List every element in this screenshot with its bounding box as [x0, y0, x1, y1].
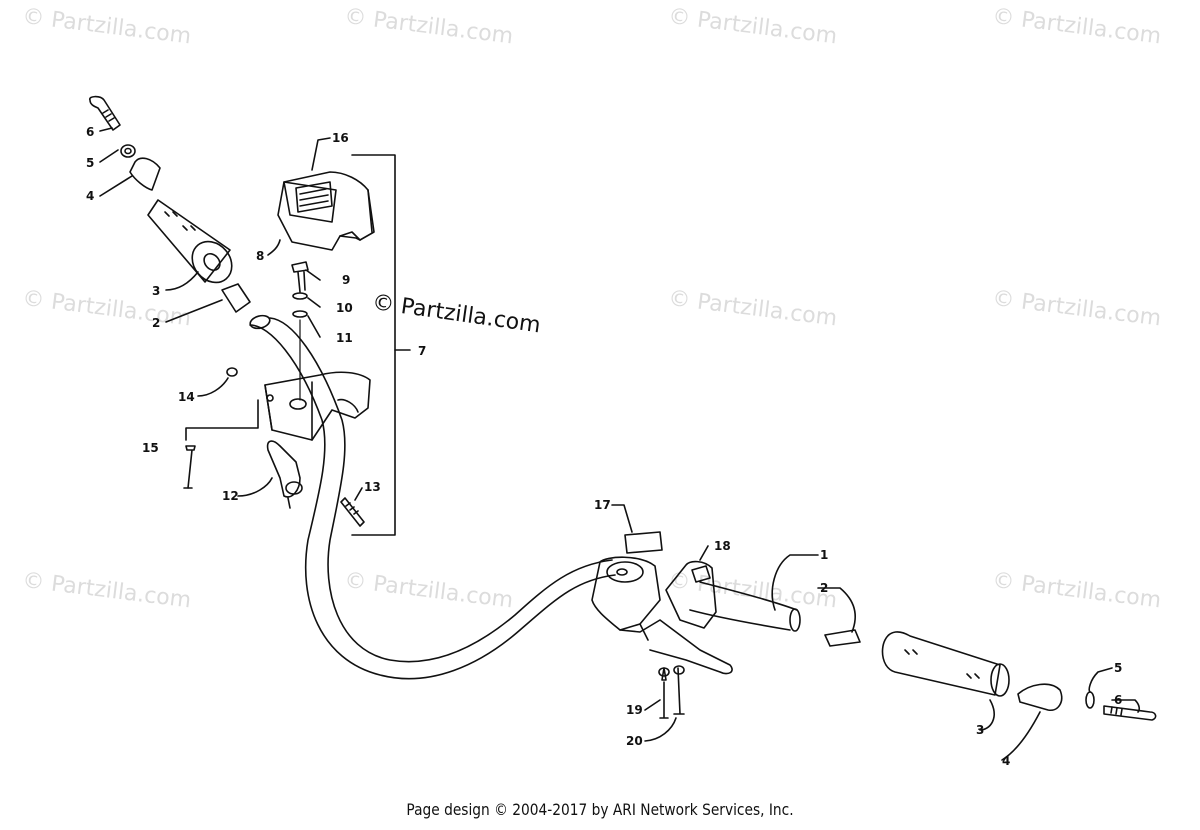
left-end-weight[interactable] — [129, 157, 161, 191]
left-washer[interactable] — [120, 144, 136, 158]
callout-6-left: 6 — [86, 125, 94, 139]
callout-1: 1 — [820, 548, 828, 562]
clamp-screw-20[interactable] — [673, 665, 685, 715]
callout-4-left: 4 — [86, 189, 94, 203]
right-insert[interactable] — [824, 629, 861, 647]
brake-decal[interactable] — [624, 531, 663, 554]
callout-15: 15 — [142, 441, 159, 455]
clamp-screw-19[interactable] — [658, 667, 670, 719]
brake-master-cylinder[interactable] — [591, 556, 733, 675]
right-washer[interactable] — [1085, 691, 1095, 709]
throttle-housing[interactable] — [264, 371, 371, 441]
callout-19: 19 — [626, 703, 643, 717]
handlebar-tube[interactable] — [249, 314, 801, 680]
callout-17: 17 — [594, 498, 611, 512]
cover-screw[interactable] — [291, 261, 309, 293]
callout-10: 10 — [336, 301, 353, 315]
callout-4-right: 4 — [1002, 754, 1010, 768]
throttle-lever[interactable] — [266, 440, 303, 509]
callout-18: 18 — [714, 539, 731, 553]
callout-5-right: 5 — [1114, 661, 1122, 675]
switch-housing[interactable] — [665, 560, 717, 629]
lever-screw[interactable] — [340, 497, 365, 527]
callout-11: 11 — [336, 331, 353, 345]
callout-14: 14 — [178, 390, 195, 404]
callout-9: 9 — [342, 273, 350, 287]
callout-5-left: 5 — [86, 156, 94, 170]
callout-8: 8 — [256, 249, 264, 263]
callout-2-right: 2 — [820, 581, 828, 595]
set-screw[interactable] — [226, 367, 238, 377]
callout-3-left: 3 — [152, 284, 160, 298]
left-grip[interactable] — [147, 199, 240, 290]
cover-flat-washer[interactable] — [292, 310, 308, 318]
right-grip[interactable] — [881, 631, 1010, 697]
page-footer: Page design © 2004-2017 by ARI Network S… — [406, 800, 794, 819]
callout-12: 12 — [222, 489, 239, 503]
left-throttle-insert[interactable] — [221, 283, 251, 313]
callout-2-left: 2 — [152, 316, 160, 330]
callout-7: 7 — [418, 344, 426, 358]
throttle-decal[interactable] — [295, 181, 333, 213]
housing-screw[interactable] — [183, 445, 196, 489]
callout-13: 13 — [364, 480, 381, 494]
cover-lock-washer[interactable] — [292, 292, 308, 300]
right-end-weight[interactable] — [1017, 683, 1063, 712]
callout-16: 16 — [332, 131, 349, 145]
callout-6-right: 6 — [1114, 693, 1122, 707]
left-bolt[interactable] — [89, 95, 121, 131]
callout-20: 20 — [626, 734, 643, 748]
right-bolt[interactable] — [1103, 705, 1157, 721]
callout-3-right: 3 — [976, 723, 984, 737]
throttle-cover[interactable] — [277, 171, 375, 251]
